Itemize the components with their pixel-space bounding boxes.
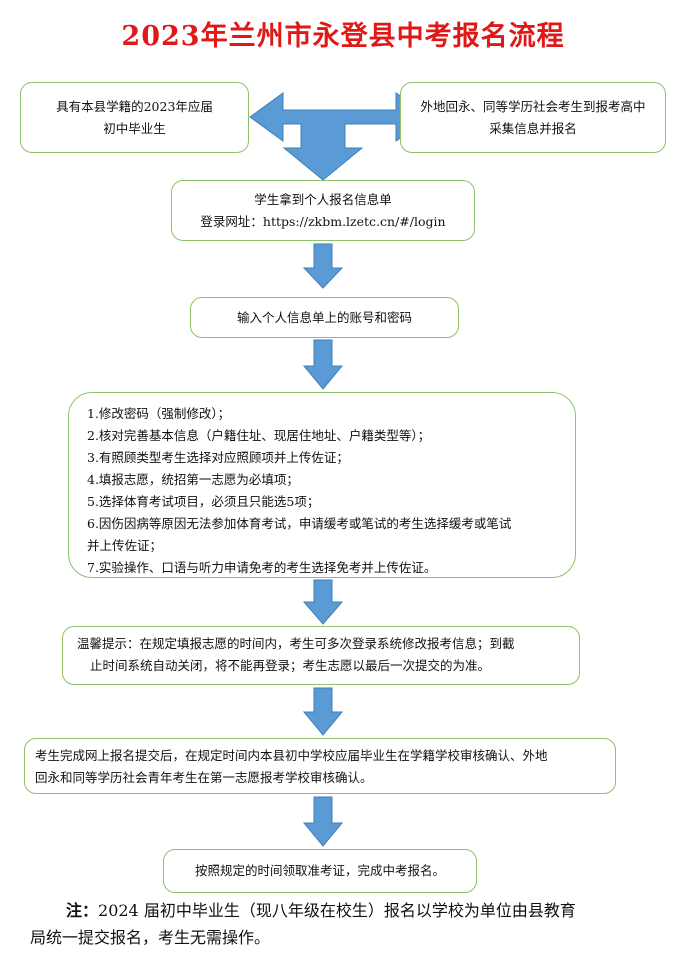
box-text-line: 外地回永、同等学历社会考生到报考高中 [420, 98, 646, 114]
step-item: 1.修改密码（强制修改）； [87, 406, 231, 421]
step-item: 3.有照顾类型考生选择对应照顾项并上传佐证； [87, 450, 349, 465]
box-info-sheet: 学生拿到个人报名信息单 登录网址：https://zkbm.lzetc.cn/#… [171, 180, 475, 241]
footer-text: 2024 届初中毕业生（现八年级在校生）报名以学校为单位由县教育 [98, 901, 576, 920]
step-item: 4.填报志愿，统招第一志愿为必填项； [87, 472, 299, 487]
step-item: 并上传佐证； [87, 538, 163, 553]
box-text-line: 按照规定的时间领取准考证，完成中考报名。 [194, 863, 445, 878]
box-text-line: 采集信息并报名 [489, 120, 577, 136]
review-text: 回永和同等学历社会青年考生在第一志愿报考学校审核确认。 [35, 770, 373, 785]
t-arrow-icon [249, 92, 431, 181]
box-text-line: 具有本县学籍的2023年应届 [56, 98, 213, 114]
box-enter-credentials: 输入个人信息单上的账号和密码 [190, 297, 459, 338]
step-item: 5.选择体育考试项目，必须且只能选5项； [87, 494, 320, 509]
footer-label: 注： [66, 901, 99, 920]
box-text-line: 学生拿到个人报名信息单 [254, 191, 392, 207]
footer-line: 注：2024 届初中毕业生（现八年级在校生）报名以学校为单位由县教育 [30, 897, 660, 924]
box-warm-tip: 温馨提示：在规定填报志愿的时间内，考生可多次登录系统修改报考信息；到截 止时间系… [62, 626, 580, 685]
down-arrow-icon [302, 687, 344, 736]
down-arrow-icon [302, 243, 344, 289]
box-admission-ticket: 按照规定的时间领取准考证，完成中考报名。 [163, 849, 477, 893]
footer-note: 注：2024 届初中毕业生（现八年级在校生）报名以学校为单位由县教育 局统一提交… [30, 897, 660, 951]
down-arrow-icon [302, 339, 344, 390]
box-external-students: 外地回永、同等学历社会考生到报考高中 采集信息并报名 [400, 82, 666, 153]
tip-text: 温馨提示：在规定填报志愿的时间内，考生可多次登录系统修改报考信息；到截 [77, 636, 515, 651]
step-item: 2.核对完善基本信息（户籍住址、现居住地址、户籍类型等）； [87, 428, 431, 443]
box-text-line: 初中毕业生 [103, 120, 166, 136]
down-arrow-icon [302, 796, 344, 847]
review-text: 考生完成网上报名提交后，在规定时间内本县初中学校应届毕业生在学籍学校审核确认、外… [35, 748, 548, 763]
box-text-line: 输入个人信息单上的账号和密码 [236, 309, 412, 325]
box-school-review: 考生完成网上报名提交后，在规定时间内本县初中学校应届毕业生在学籍学校审核确认、外… [24, 738, 616, 794]
footer-line: 局统一提交报名，考生无需操作。 [30, 928, 271, 947]
box-local-students: 具有本县学籍的2023年应届 初中毕业生 [20, 82, 249, 153]
step-item: 6.因伤因病等原因无法参加体育考试，申请缓考或笔试的考生选择缓考或笔试 [87, 516, 512, 531]
down-arrow-icon [302, 579, 344, 625]
step-item: 7.实验操作、口语与听力申请免考的考生选择免考并上传佐证。 [87, 560, 437, 575]
box-steps: 1.修改密码（强制修改）； 2.核对完善基本信息（户籍住址、现居住地址、户籍类型… [68, 392, 576, 578]
login-url: 登录网址：https://zkbm.lzetc.cn/#/login [200, 213, 446, 229]
page-title: 2023年兰州市永登县中考报名流程 [121, 21, 565, 52]
tip-text: 止时间系统自动关闭，将不能再登录；考生志愿以最后一次提交的为准。 [90, 658, 491, 673]
